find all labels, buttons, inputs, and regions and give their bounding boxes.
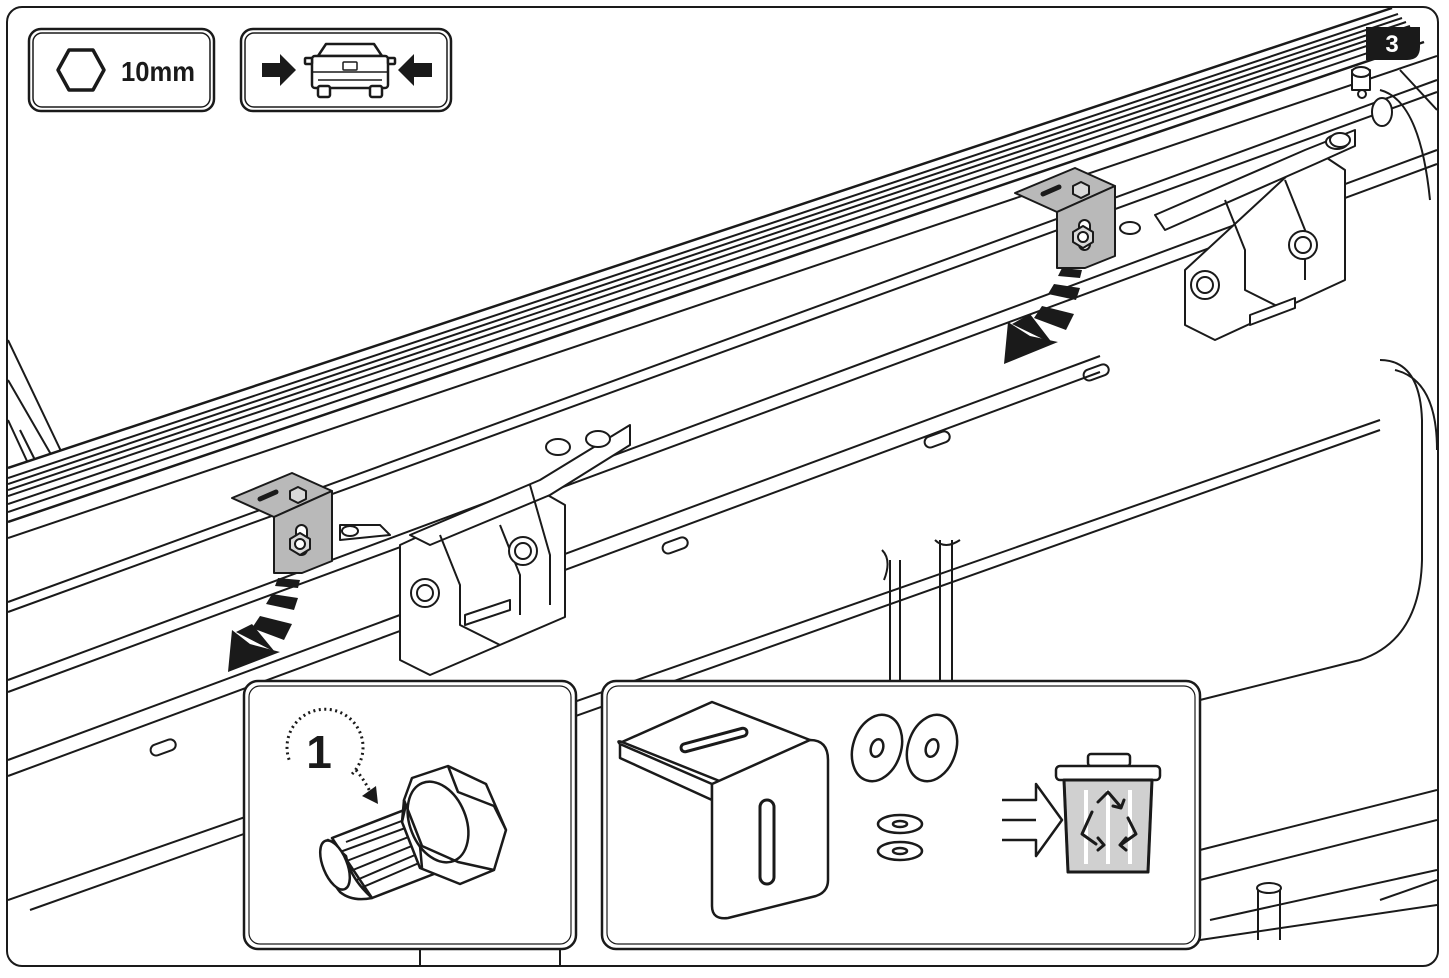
arrow-right-icon — [262, 54, 296, 86]
wrench-size-badge: 10mm — [27, 27, 216, 113]
truck-rear-center-icon — [303, 42, 397, 99]
hex-socket-icon — [56, 48, 106, 92]
step-number: 3 — [1385, 31, 1398, 58]
removal-arrow-left — [228, 578, 300, 672]
step-one-label: 1 — [306, 726, 332, 778]
l-bracket-left — [231, 472, 333, 574]
top-right-fasteners — [1329, 66, 1393, 148]
removal-arrow-right — [1004, 268, 1082, 364]
arrow-left-icon — [398, 54, 432, 86]
top-rail — [8, 8, 1437, 539]
l-bracket-part — [617, 700, 830, 920]
counterclockwise-arrow-icon — [285, 707, 378, 804]
flat-washers — [850, 713, 959, 783]
truck-position-badge — [239, 27, 453, 113]
bed-wall-edge — [1199, 69, 1437, 701]
detail-panel-bolt: 1 — [242, 679, 578, 951]
into-bin-arrow-icon — [1002, 782, 1064, 858]
rail-clamp-right — [1119, 129, 1356, 341]
detail-panel-discard — [600, 679, 1202, 951]
lock-washers — [876, 813, 924, 862]
wrench-size-label: 10mm — [121, 56, 195, 87]
rail-clamp-left — [339, 424, 631, 676]
step-badge: 3 — [1366, 27, 1420, 60]
l-bracket-right — [1014, 167, 1116, 269]
truck-bed-rail-scene — [8, 8, 1437, 965]
bed-post — [881, 539, 961, 680]
bolt-icon — [318, 764, 508, 901]
recycle-bin-icon — [1054, 752, 1162, 874]
bed-floor — [419, 789, 1437, 965]
